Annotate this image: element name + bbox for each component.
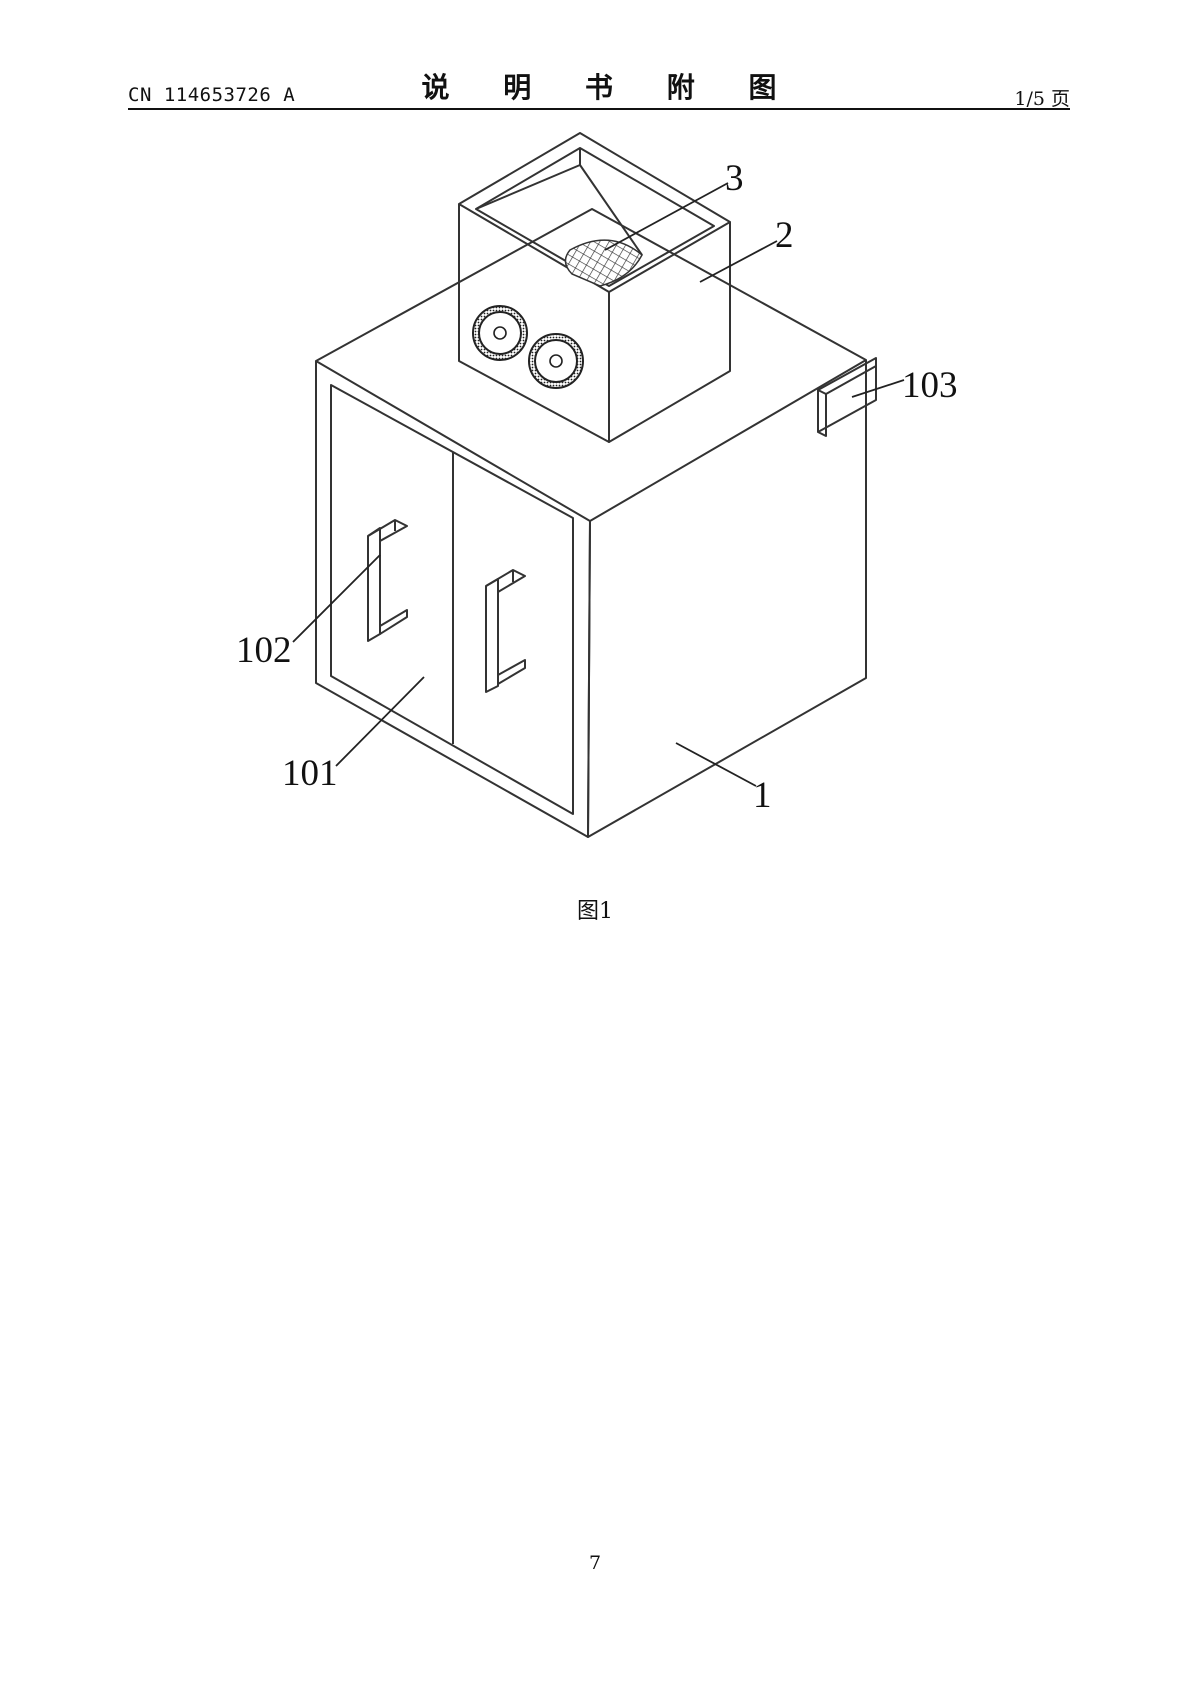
roller-right [528, 333, 584, 389]
publication-number: CN 114653726 A [128, 84, 296, 106]
ref-label-handle: 102 [236, 630, 292, 671]
ref-label-door: 101 [282, 753, 338, 794]
door-frame [330, 384, 574, 815]
roller-left [472, 305, 528, 361]
control-box [817, 357, 877, 433]
handle-right [485, 578, 499, 693]
ref-label-screen: 3 [725, 158, 744, 199]
leader-102 [292, 554, 381, 643]
leader-2 [699, 240, 778, 283]
header-rule [128, 108, 1070, 110]
screen-mesh [564, 239, 643, 287]
leader-101 [335, 676, 425, 767]
ref-label-hopper: 2 [775, 215, 794, 256]
page-count: 1/5 页 [1014, 88, 1070, 110]
handle-left [367, 527, 381, 642]
leader-1 [675, 742, 757, 787]
hopper-right-face [608, 222, 731, 443]
page-number: 7 [588, 1552, 602, 1574]
figure-caption: 图1 [577, 899, 613, 924]
ref-label-control-box: 103 [902, 365, 958, 406]
page-header: CN 114653726 A 说 明 书 附 图 1/5 页 [128, 66, 1070, 110]
cabinet-right-face [587, 360, 867, 838]
leader-103 [851, 379, 905, 398]
leader-3 [604, 182, 729, 251]
ref-label-body: 1 [753, 775, 772, 816]
document-title: 说 明 书 附 图 [421, 71, 799, 104]
